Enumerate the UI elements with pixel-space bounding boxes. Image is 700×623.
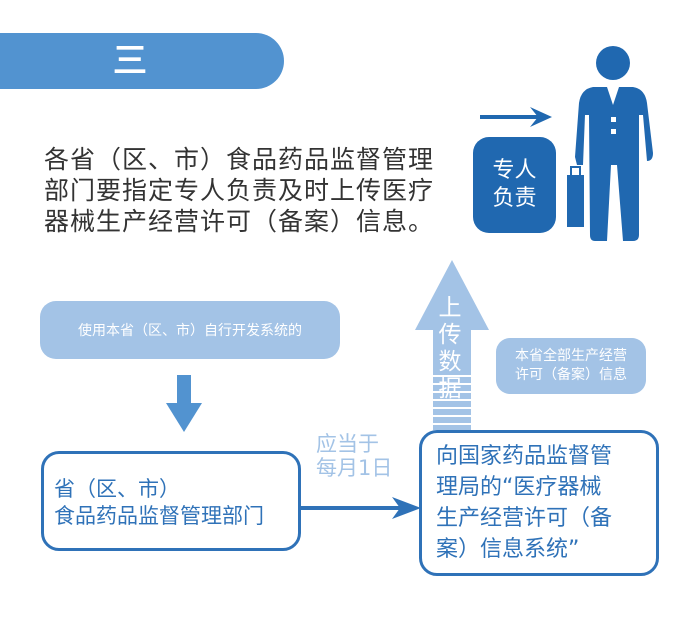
box-line: 省（区、市）: [54, 477, 180, 501]
intro-line: 器械生产经营许可（备案）信息。: [44, 207, 435, 236]
provincial-department-box: 省（区、市） 食品药品监督管理部门: [41, 451, 301, 551]
box-line: 向国家药品监督管: [436, 444, 613, 469]
info-line: 许可（备案）信息: [515, 367, 627, 383]
timing-line: 应当于: [316, 432, 379, 456]
badge-line: 负责: [492, 186, 537, 211]
badge-line: 专人: [492, 158, 537, 183]
intro-line: 各省（区、市）食品药品监督管理: [44, 145, 435, 174]
intro-line: 部门要指定专人负责及时上传医疗: [44, 176, 435, 205]
upload-data-label: 上 传 数 据: [432, 295, 468, 403]
info-line: 本省全部生产经营: [515, 348, 627, 364]
section-header-bar: [0, 33, 284, 89]
upload-char: 传: [438, 322, 462, 348]
timing-label: 应当于 每月1日: [316, 432, 392, 480]
box-line: 生产经营许可（备: [436, 506, 613, 531]
box-line: 案）信息系统”: [436, 537, 580, 562]
right-arrow-icon: [480, 107, 552, 127]
upload-char: 据: [438, 376, 462, 402]
responsible-person-badge: 专人 负责: [473, 137, 556, 233]
upload-char: 数: [438, 349, 462, 375]
upload-char: 上: [438, 295, 462, 321]
upload-arrow-icon: [415, 260, 489, 430]
timing-line: 每月1日: [316, 456, 393, 480]
down-arrow-icon: [166, 375, 202, 432]
businessman-icon: [567, 46, 653, 241]
right-flow-arrow-icon: [300, 497, 421, 519]
box-line: 理局的“医疗器械: [436, 475, 602, 500]
section-number: 三: [113, 41, 147, 81]
box-line: 食品药品监督管理部门: [54, 504, 264, 528]
all-permit-info-label: 本省全部生产经营 许可（备案）信息: [496, 338, 646, 394]
self-developed-system-label: 使用本省（区、市）自行开发系统的: [40, 301, 340, 359]
national-system-box: 向国家药品监督管 理局的“医疗器械 生产经营许可（备 案）信息系统”: [419, 430, 659, 576]
intro-text: 各省（区、市）食品药品监督管理 部门要指定专人负责及时上传医疗 器械生产经营许可…: [44, 144, 464, 237]
